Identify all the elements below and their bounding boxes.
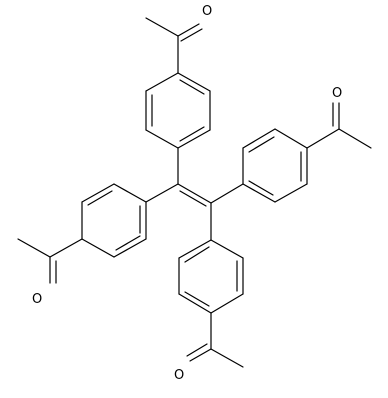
bottom-oxygen-label: O (174, 368, 184, 383)
top-oxygen-label: O (202, 4, 212, 19)
right-benzene-ring (210, 128, 308, 204)
right-oxygen-label: O (332, 86, 342, 101)
top-benzene-ring (145, 72, 211, 185)
top-acetyl-group (145, 17, 203, 74)
left-benzene-ring (81, 183, 179, 258)
central-double-bond (177, 183, 212, 207)
bottom-acetyl-group (186, 312, 244, 368)
left-oxygen-label: O (32, 292, 42, 307)
right-acetyl-group (306, 102, 372, 149)
left-acetyl-group (17, 238, 83, 284)
bottom-benzene-ring (178, 202, 244, 314)
